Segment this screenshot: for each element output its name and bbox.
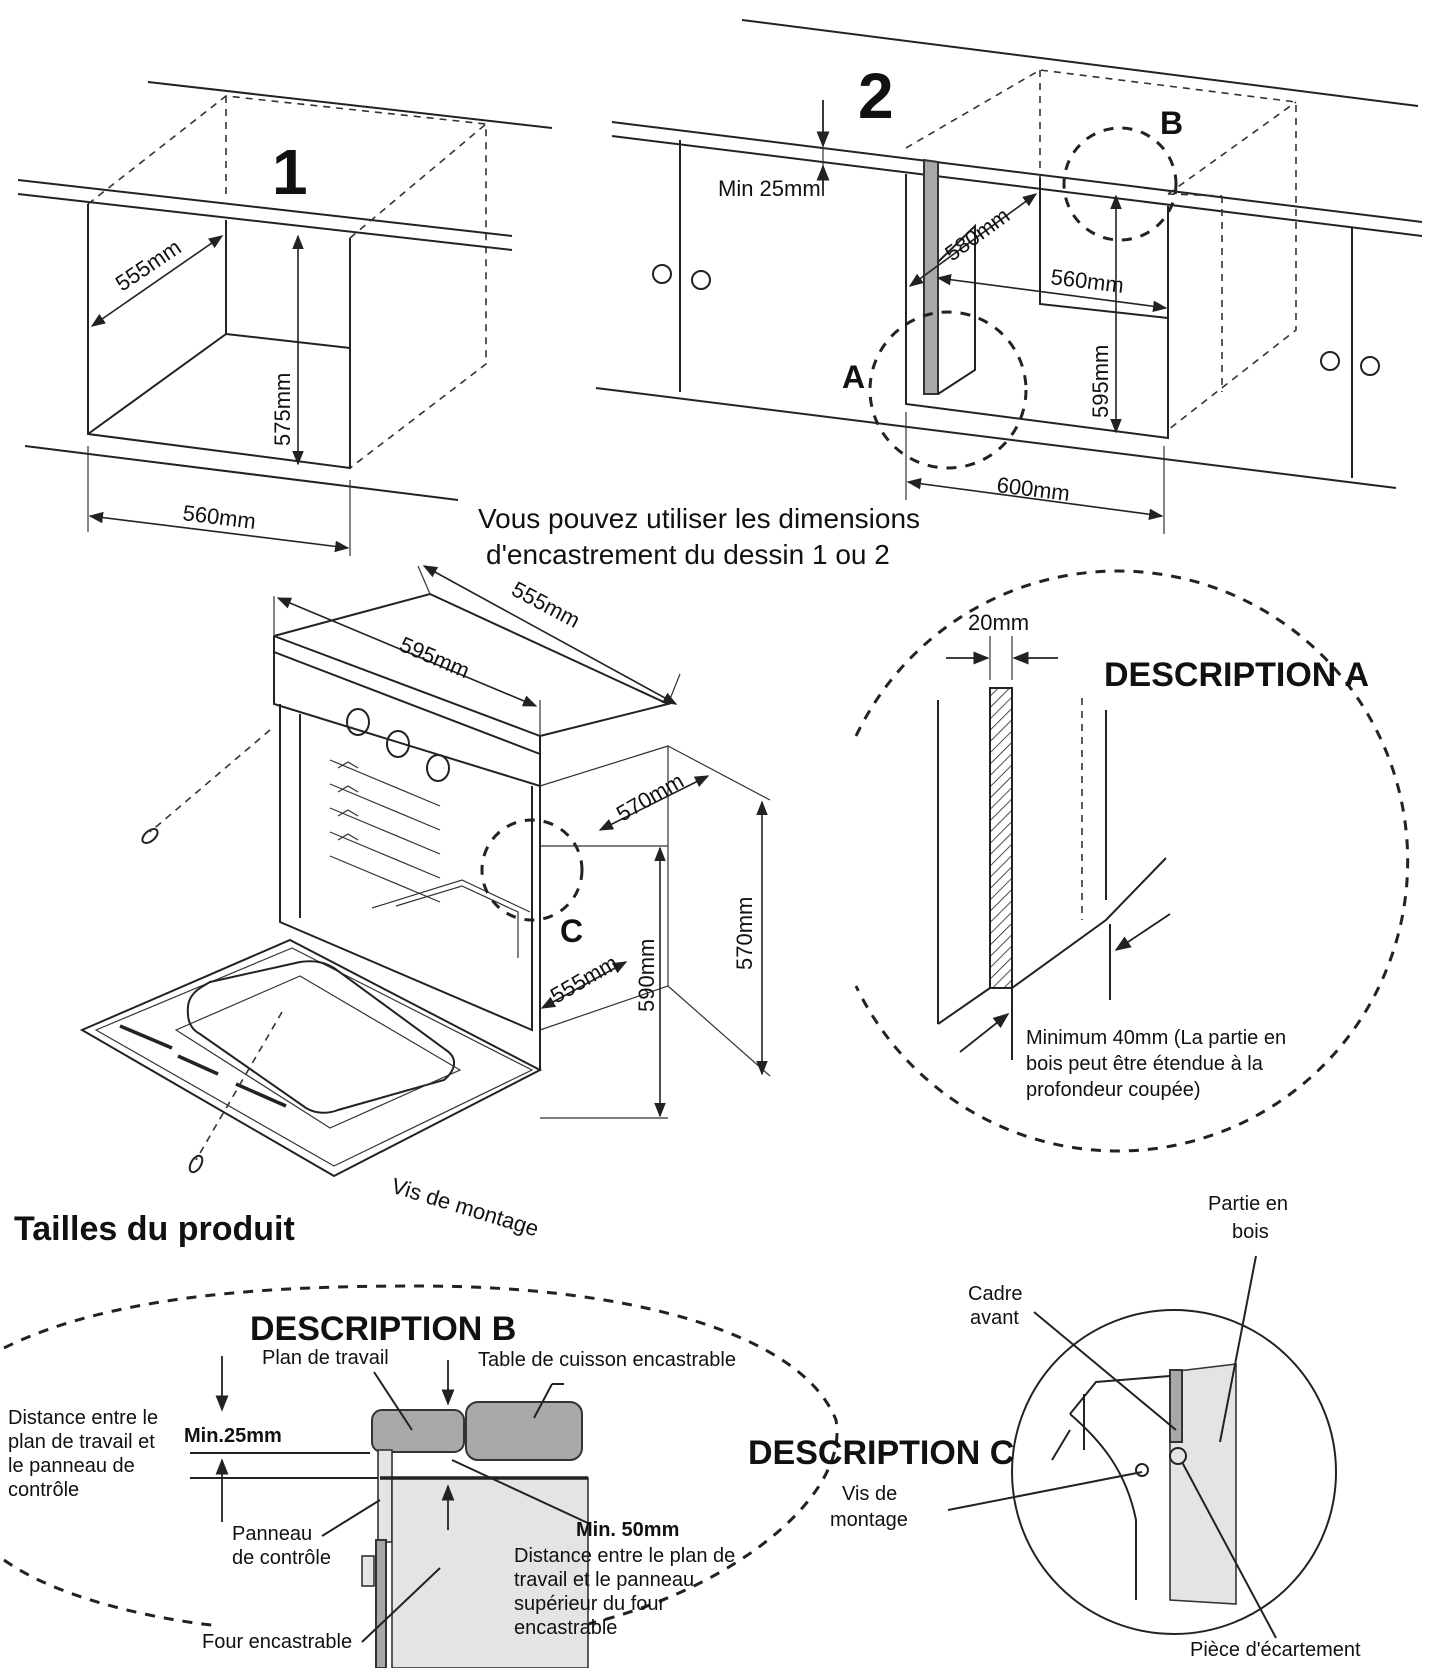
- control-panel-label-line-1: Panneau: [232, 1523, 312, 1545]
- marker-b: B: [1160, 105, 1183, 141]
- description-a: DESCRIPTION A 20mm Minimum 40mm (La part…: [854, 569, 1410, 1153]
- drawing-2-height-label: 595mm: [1088, 345, 1113, 418]
- spacer-label: Pièce d'écartement: [1190, 1639, 1361, 1661]
- drawing-2: 2 Min 25mm 580mm 560mm 595mm 600mm A B: [595, 19, 1423, 534]
- screw-c-label-line-2: montage: [830, 1509, 908, 1531]
- oven-block: [391, 1477, 589, 1668]
- caption-line-1: Vous pouvez utiliser les dimensions: [478, 503, 920, 534]
- product-depth-side-label: 570mm: [612, 768, 688, 826]
- distance-50-line-3: supérieur du four: [514, 1593, 666, 1615]
- product-screw-label: Vis de montage: [389, 1173, 542, 1241]
- distance-label-line-2: plan de travail et: [8, 1431, 155, 1453]
- description-b: DESCRIPTION B Plan de travail Table de c…: [3, 1284, 839, 1668]
- drawing-2-outer-width-label: 600mm: [995, 472, 1071, 506]
- product-title: Tailles du produit: [14, 1210, 295, 1248]
- marker-a: A: [842, 359, 865, 395]
- distance-label-line-3: le panneau de: [8, 1455, 135, 1477]
- product-height-front-label: 590mm: [634, 939, 659, 1012]
- product-depth-top-label: 555mm: [508, 576, 585, 633]
- distance-50-line-2: travail et le panneau: [514, 1569, 694, 1591]
- product-width-top-label: 595mm: [396, 632, 473, 684]
- wood-panel-hatched: [989, 687, 1013, 989]
- drawing-2-depth-label: 580mm: [940, 203, 1014, 266]
- product-door-depth-label: 555mm: [546, 950, 622, 1008]
- front-frame-label-line-2: avant: [970, 1307, 1019, 1329]
- distance-label-line-4: contrôle: [8, 1479, 79, 1501]
- min-50-label: Min. 50mm: [576, 1519, 679, 1541]
- description-a-gap-label: 20mm: [968, 610, 1029, 635]
- oven-racks: [329, 759, 441, 903]
- description-c-title: DESCRIPTION C: [748, 1434, 1014, 1472]
- description-a-note-line-3: profondeur coupée): [1026, 1079, 1201, 1101]
- drawing-2-number: 2: [858, 60, 894, 132]
- control-panel-label-line-2: de contrôle: [232, 1547, 331, 1569]
- hob-label: Table de cuisson encastrable: [478, 1349, 736, 1371]
- worktop-label: Plan de travail: [262, 1347, 389, 1369]
- wood-part-label-line-2: bois: [1232, 1221, 1269, 1243]
- screw-c-label-line-1: Vis de: [842, 1483, 897, 1505]
- oven-label: Four encastrable: [202, 1631, 352, 1653]
- drawing-1-number: 1: [272, 136, 308, 208]
- description-a-title: DESCRIPTION A: [1104, 656, 1369, 694]
- drawing-1-height-label: 575mm: [270, 373, 295, 446]
- description-c: DESCRIPTION C Partie en bois Cadre avant…: [748, 1193, 1361, 1661]
- distance-50-line-1: Distance entre le plan de: [514, 1545, 735, 1567]
- hob-block: [465, 1401, 583, 1461]
- drawing-2-inner-width-label: 560mm: [1049, 264, 1125, 298]
- product-drawing: 555mm 595mm 570mm 570mm 555mm 590mm C Vi…: [79, 565, 771, 1241]
- front-frame-label-line-1: Cadre: [968, 1283, 1022, 1305]
- distance-label-line-1: Distance entre le: [8, 1407, 158, 1429]
- description-b-title: DESCRIPTION B: [250, 1310, 516, 1348]
- marker-c: C: [560, 913, 583, 949]
- distance-50-line-4: encastrable: [514, 1617, 617, 1639]
- caption-line-2: d'encastrement du dessin 1 ou 2: [486, 539, 890, 570]
- wood-part-label-line-1: Partie en: [1208, 1193, 1288, 1215]
- drawing-2-min-gap-label: Min 25mm: [718, 176, 821, 201]
- worktop-block: [371, 1409, 465, 1453]
- description-a-note-line-1: Minimum 40mm (La partie en: [1026, 1027, 1286, 1049]
- min-25-label: Min.25mm: [184, 1425, 282, 1447]
- product-height-right-label: 570mm: [732, 897, 757, 970]
- description-a-note-line-2: bois peut être étendue à la: [1026, 1053, 1264, 1075]
- drawing-1: 1 555mm 575mm 560mm: [17, 81, 553, 556]
- control-panel-block: [377, 1449, 393, 1543]
